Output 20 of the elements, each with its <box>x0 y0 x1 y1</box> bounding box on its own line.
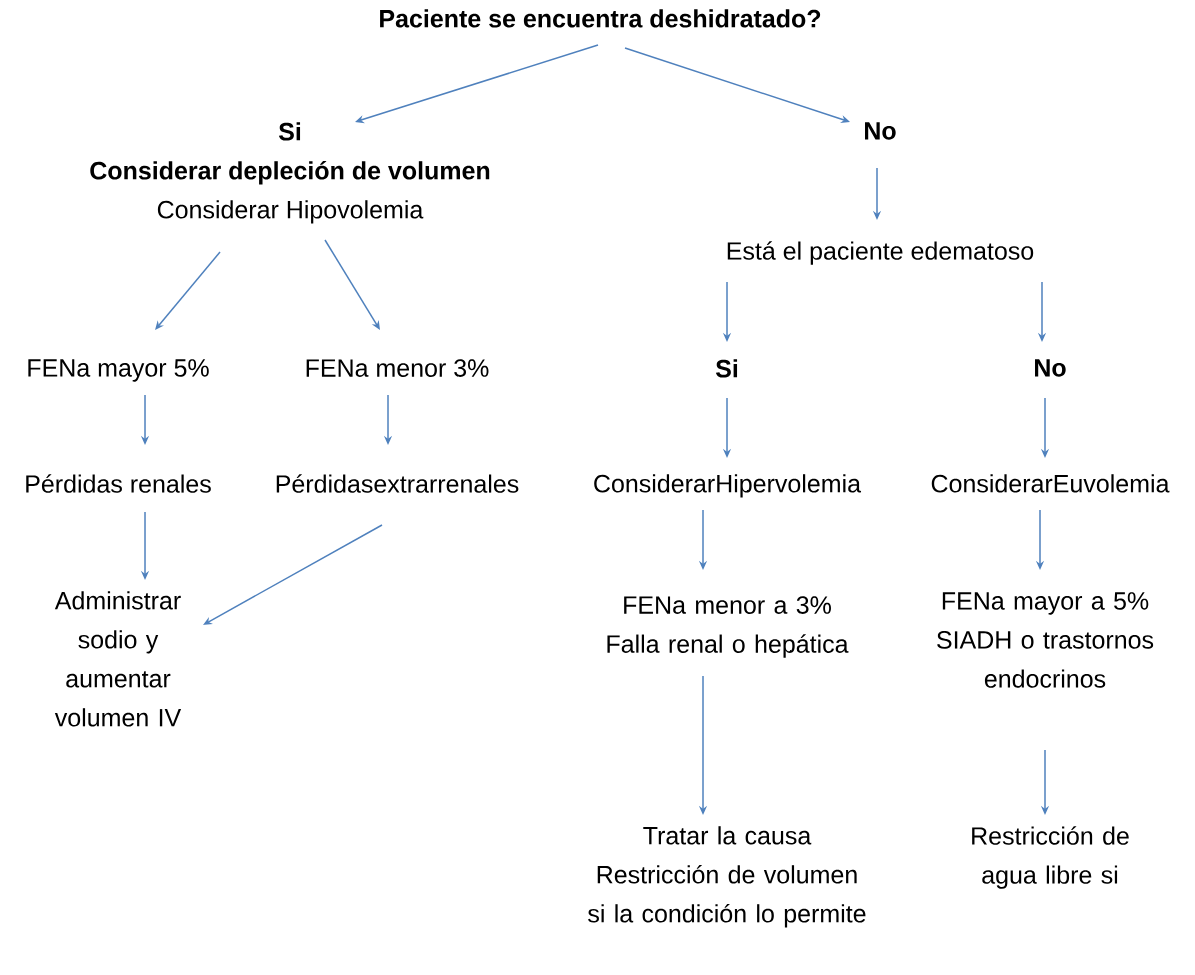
flowchart-text: Tratar la causa Restricción de volumen si la condición lo permite <box>588 826 866 928</box>
flowchart-text: ConsiderarEuvolemia <box>931 474 1170 493</box>
arrow <box>155 251 221 330</box>
flowchart-text: FENa mayor a 5% SIADH o trastornos endocrinos <box>937 592 1154 688</box>
flowchart-text: Administrar sodio y aumentar volumen IV <box>54 591 182 727</box>
flowchart-text: Si Considerar depleción de volumen Considerar Hipovolemia <box>90 122 490 224</box>
flowchart-text: No <box>865 122 896 140</box>
flowchart-text: Si <box>715 359 738 378</box>
flowchart-text: Está el paciente edematoso <box>727 241 1034 265</box>
flowchart-text: Pérdidasextrarrenales <box>276 474 519 493</box>
flowchart-text: Pérdidas renales <box>26 474 211 493</box>
flowchart-text: ConsiderarHipervolemia <box>594 474 862 498</box>
flowchart-text: No <box>1035 359 1066 377</box>
arrow <box>203 524 383 625</box>
flowchart-text: FENa menor 3% <box>306 359 489 377</box>
flowchart-text: Restricción de agua libre si <box>972 826 1129 889</box>
flowchart-text: FENa menor a 3% Falla renal o hepática <box>607 596 849 658</box>
flowchart-text: FENa mayor 5% <box>28 359 209 382</box>
arrow <box>324 239 380 330</box>
flowchart-text: Paciente se encuentra deshidratado? <box>380 9 821 28</box>
